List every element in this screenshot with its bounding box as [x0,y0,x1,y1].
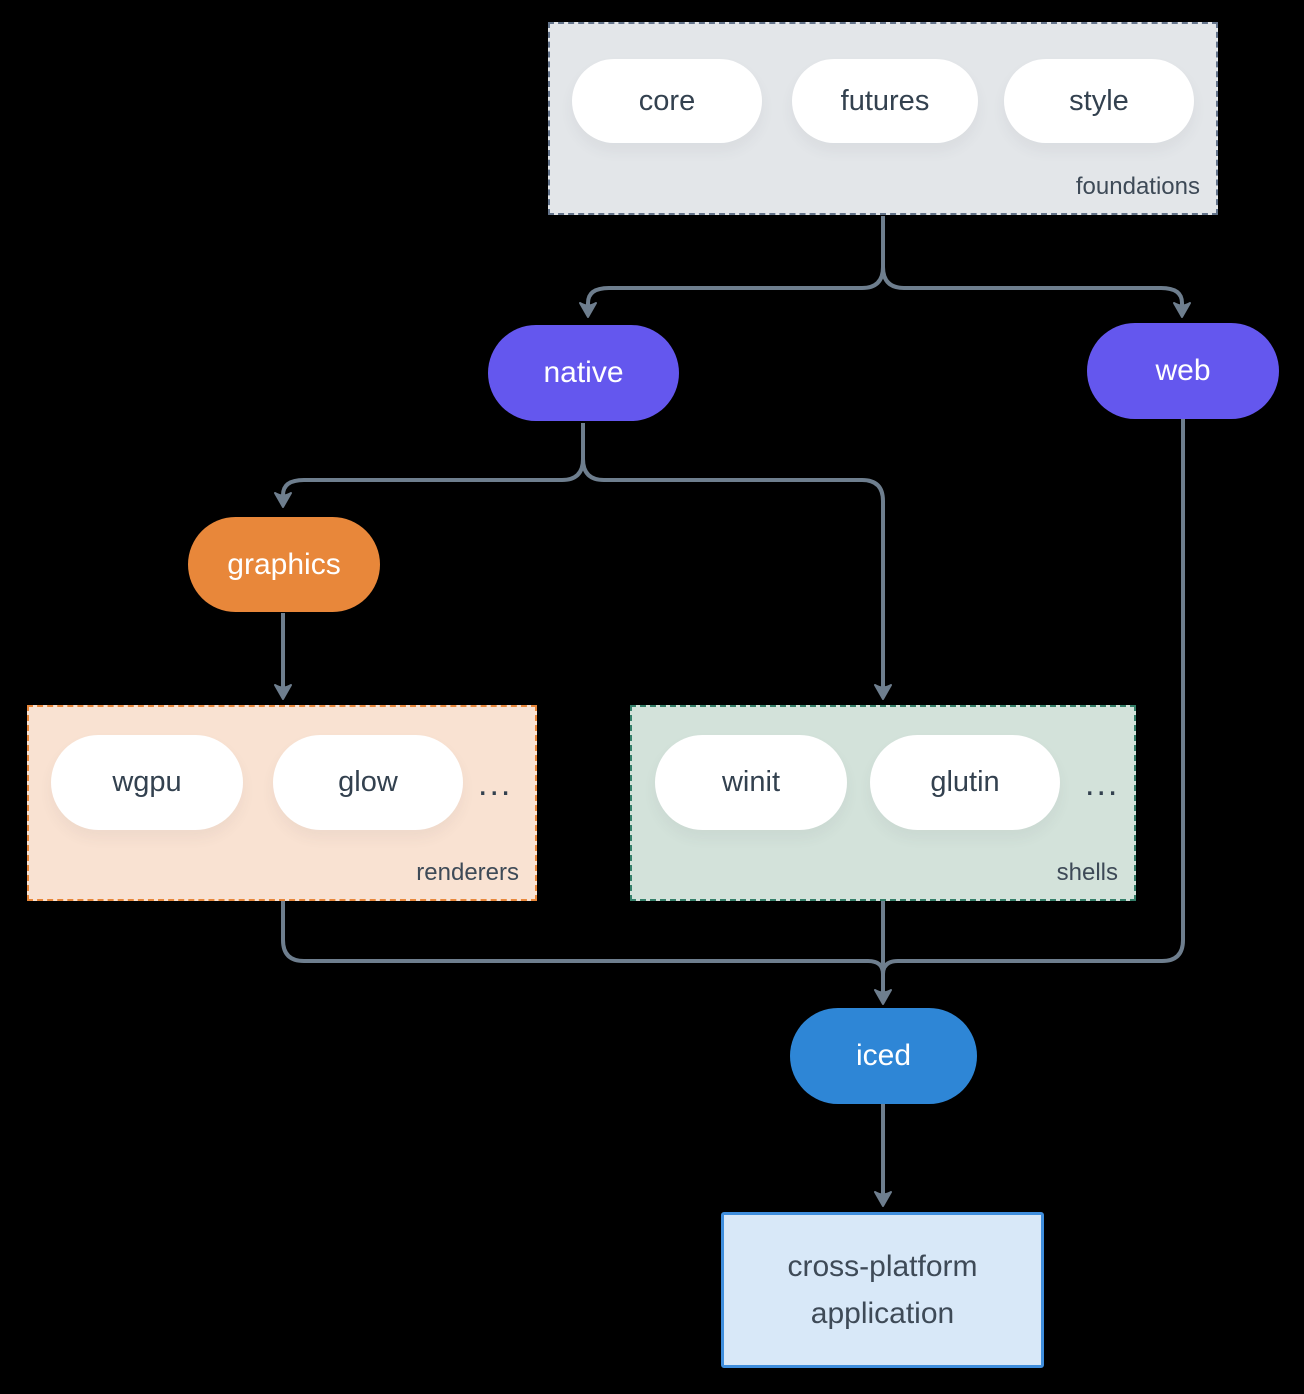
shells-label: shells [1056,859,1118,886]
pill-wgpu: wgpu [51,735,243,830]
pill-futures: futures [792,59,978,143]
connector-lines [281,216,1185,1198]
renderers-ellipsis: ... [478,765,513,803]
pill-winit: winit [655,735,847,830]
cross-platform-application-box: cross-platform application [721,1212,1044,1368]
pill-style: style [1004,59,1194,143]
node-web: web [1087,323,1279,419]
node-iced: iced [790,1008,977,1104]
shells-ellipsis: ... [1085,765,1120,803]
node-graphics: graphics [188,517,380,612]
pill-glow: glow [273,735,463,830]
renderers-label: renderers [416,859,519,886]
renderers-group: wgpu glow ... renderers [27,705,537,901]
arrowheads [274,302,1191,1207]
pill-core: core [572,59,762,143]
shells-group: winit glutin ... shells [630,705,1136,901]
foundations-group: core futures style foundations [548,22,1218,215]
foundations-label: foundations [1075,173,1200,200]
pill-glutin: glutin [870,735,1060,830]
node-native: native [488,325,679,421]
